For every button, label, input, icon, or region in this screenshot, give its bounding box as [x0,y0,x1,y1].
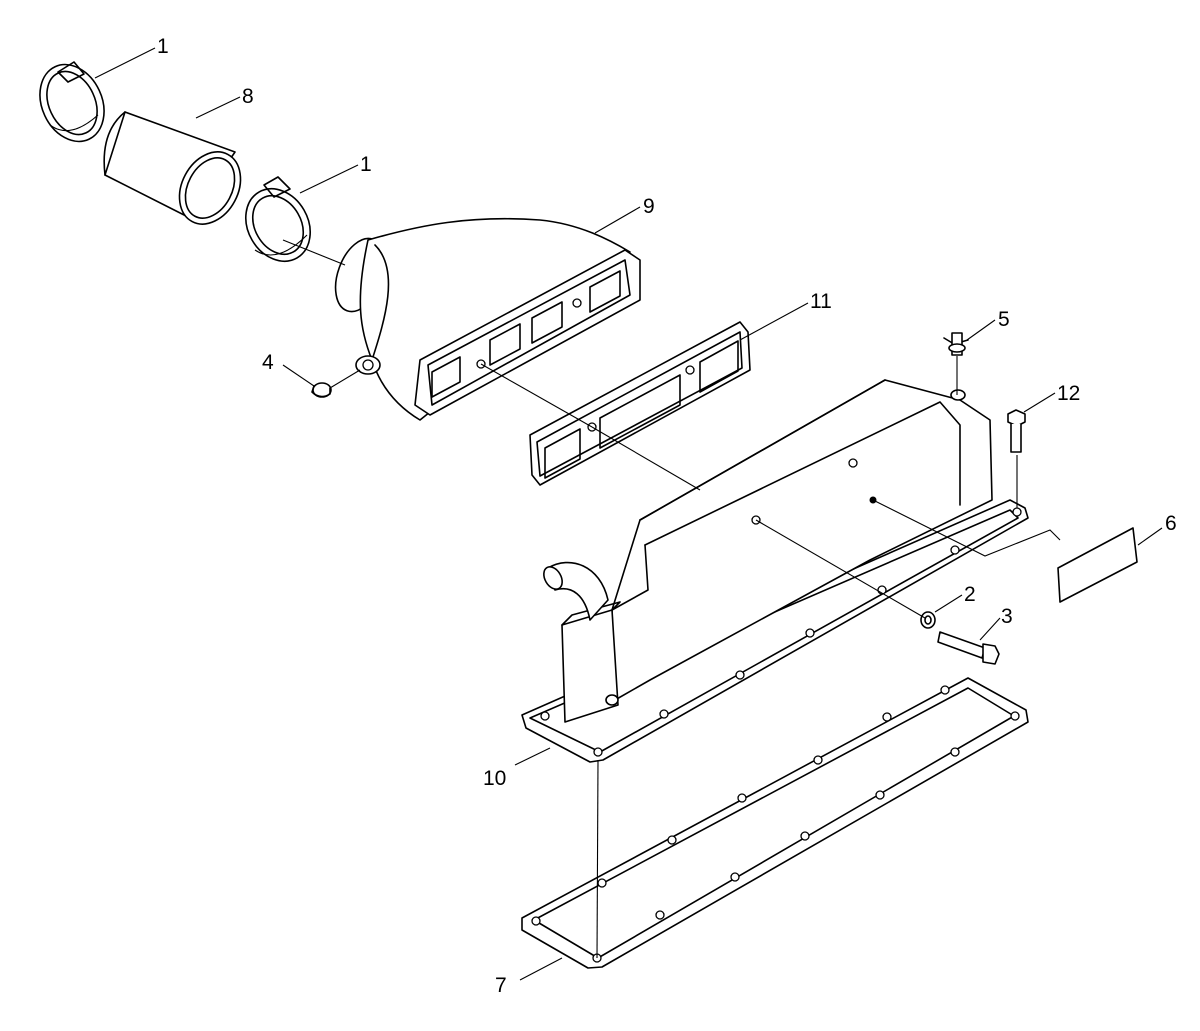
callout-7: 7 [495,974,507,997]
cover-plate [1057,527,1138,603]
callout-9: 9 [643,195,655,218]
flange-gasket [529,321,751,486]
callout-12: 12 [1057,382,1080,405]
elbow-adapter [334,217,641,421]
callout-leaders [94,47,1163,981]
hex-screw [937,631,1000,665]
callout-10: 10 [483,767,506,790]
hose-clamp-lower [245,176,311,262]
plug-screw [311,382,332,398]
hose-sleeve [103,111,242,225]
callout-2: 2 [964,583,976,606]
washer [920,611,936,629]
callout-1-lower: 1 [360,153,372,176]
callout-labels: 1 8 1 9 11 5 4 12 6 2 3 10 7 [157,35,1177,997]
callout-4: 4 [262,351,274,374]
callout-3: 3 [1001,605,1013,628]
bottom-gasket [521,677,1029,969]
sensor-fitting [943,332,969,356]
callout-1-upper: 1 [157,35,169,58]
assembly-lines [282,239,1061,959]
hose-clamp-upper [39,61,105,143]
callout-6: 6 [1165,512,1177,535]
intake-manifold [521,379,1029,763]
bolt [1007,409,1026,453]
callout-5: 5 [998,308,1010,331]
callout-8: 8 [242,85,254,108]
callout-11: 11 [810,290,832,313]
